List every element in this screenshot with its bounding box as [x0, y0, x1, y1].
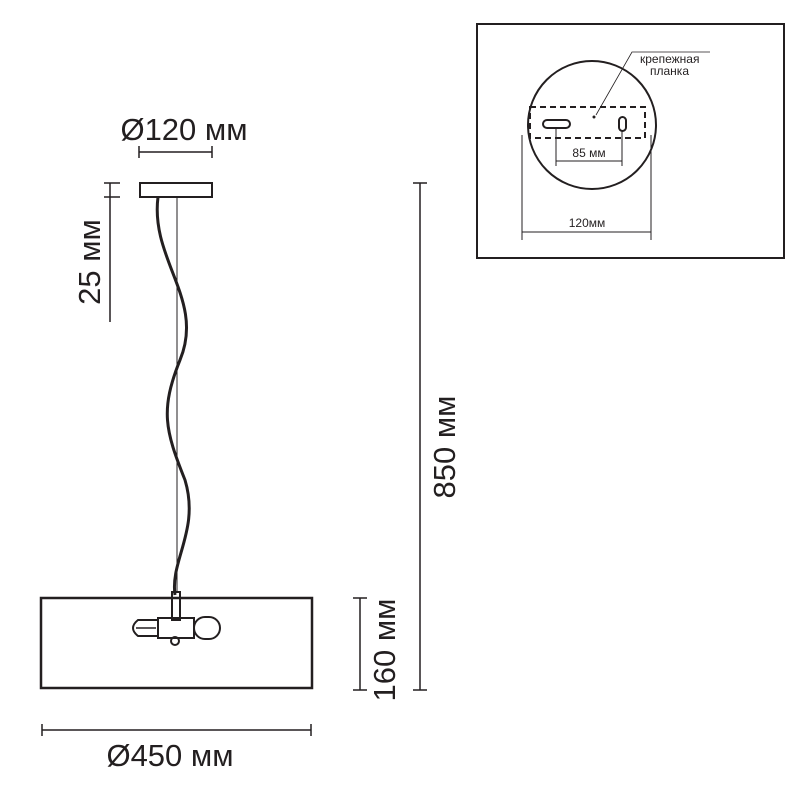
canopy-diameter-label: Ø120 мм — [120, 112, 247, 147]
center-dot — [592, 115, 596, 119]
label-line2: планка — [650, 64, 689, 78]
canopy-height-label: 25 мм — [72, 219, 107, 305]
slot-hole — [542, 119, 571, 129]
power-cable — [155, 196, 191, 596]
leader-line — [595, 51, 710, 116]
mounting-plate-inset: крепежная планка 85 мм 120мм — [476, 23, 785, 259]
lamp-shade — [39, 596, 314, 690]
shade-height-label: 160 мм — [367, 599, 402, 702]
round-hole — [618, 116, 627, 132]
shade-diameter-label: Ø450 мм — [106, 738, 233, 773]
canopy-circle — [527, 60, 657, 190]
label-line1: крепежная — [640, 52, 699, 66]
mounting-plate — [529, 106, 646, 139]
hole-distance-label: 85 мм — [572, 146, 605, 160]
canopy-width-label: 120мм — [569, 216, 606, 230]
lamp-socket — [132, 591, 221, 646]
canopy — [139, 182, 213, 198]
inset-frame — [476, 23, 785, 259]
total-height-label: 850 мм — [427, 396, 462, 499]
